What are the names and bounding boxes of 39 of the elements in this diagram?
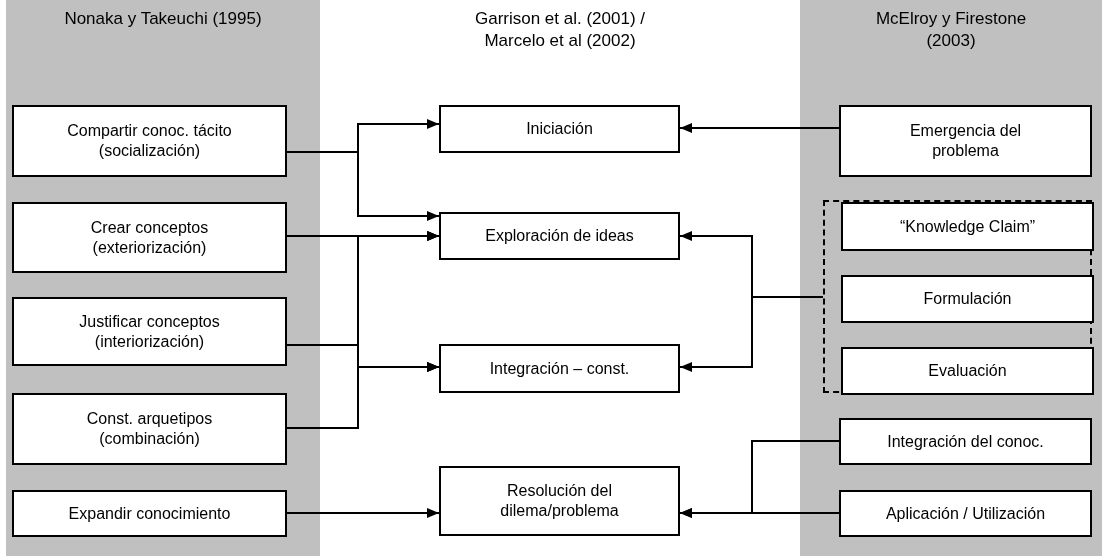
column-heading: Nonaka y Takeuchi (1995) bbox=[63, 8, 263, 30]
dashed-group-frame bbox=[823, 200, 1092, 393]
process-box bbox=[439, 212, 680, 260]
process-box bbox=[839, 105, 1092, 177]
box-text: Aplicación / Utilización bbox=[884, 503, 1047, 524]
box-text: Formulación bbox=[922, 289, 1013, 309]
column-band bbox=[800, 0, 1102, 556]
box-text: Emergencia del problema bbox=[908, 121, 1023, 161]
process-box bbox=[841, 347, 1094, 395]
process-box bbox=[12, 105, 287, 177]
box-text: Evaluación bbox=[927, 361, 1008, 381]
process-box bbox=[439, 105, 680, 153]
box-text: “Knowledge Claim” bbox=[898, 216, 1037, 237]
process-box bbox=[12, 490, 287, 537]
column-heading: McElroy y Firestone (2003) bbox=[874, 8, 1028, 52]
box-text: Exploración de ideas bbox=[484, 226, 635, 246]
column-band bbox=[6, 0, 320, 556]
arrow bbox=[679, 508, 840, 518]
column-heading: Garrison et al. (2001) / Marcelo et al (2002) bbox=[473, 8, 647, 52]
box-text: Expandir conocimiento bbox=[67, 503, 232, 524]
process-box bbox=[439, 344, 680, 393]
process-box bbox=[841, 202, 1094, 251]
process-box bbox=[839, 418, 1092, 465]
box-text: Crear conceptos (exteriorización) bbox=[89, 217, 210, 258]
process-box bbox=[12, 393, 287, 465]
arrow bbox=[679, 123, 840, 133]
box-text: Compartir conoc. tácito (socialización) bbox=[66, 121, 233, 161]
process-box bbox=[12, 297, 287, 366]
box-text: Integración del conoc. bbox=[886, 431, 1045, 452]
box-text: Const. arquetipos (combinación) bbox=[85, 409, 214, 449]
arrow bbox=[286, 508, 440, 518]
box-text: Justificar conceptos (interiorización) bbox=[78, 311, 221, 352]
box-text: Iniciación bbox=[525, 119, 594, 139]
process-box bbox=[841, 275, 1094, 323]
box-text: Resolución del dilema/problema bbox=[499, 481, 620, 521]
process-box bbox=[439, 466, 680, 536]
process-box bbox=[12, 202, 287, 273]
box-text: Integración – const. bbox=[488, 358, 631, 379]
process-box bbox=[839, 490, 1092, 537]
